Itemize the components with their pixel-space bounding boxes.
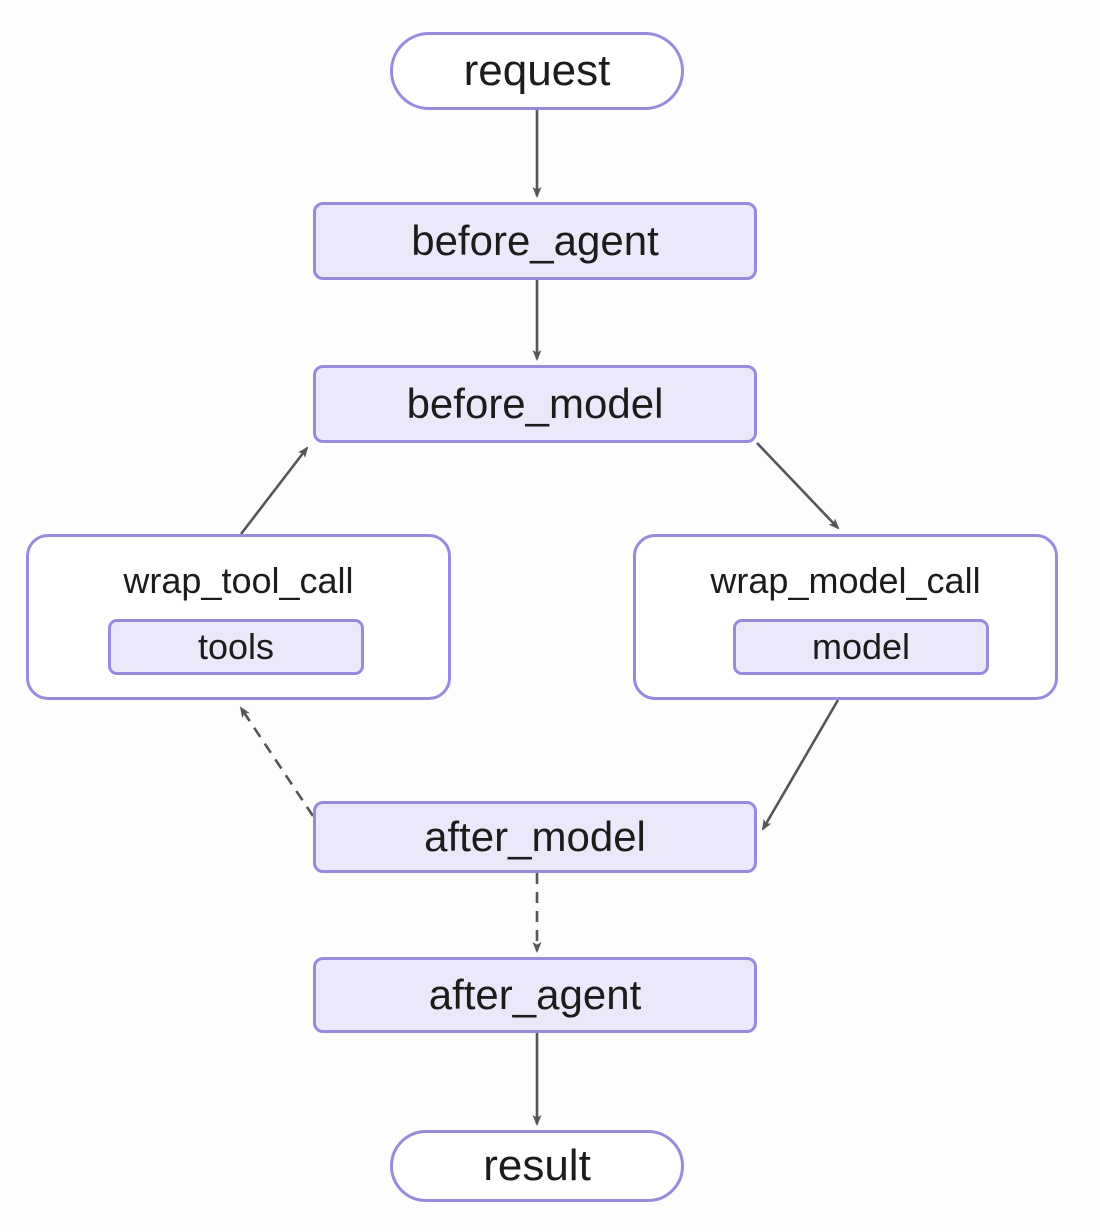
node-before-model-label: before_model	[406, 380, 664, 427]
edge-wrap-model-call-to-after-model	[761, 699, 840, 831]
node-result[interactable]: result	[390, 1130, 684, 1202]
node-model-label: model	[811, 626, 911, 667]
node-after-agent-label: after_agent	[428, 971, 642, 1018]
node-model[interactable]: model	[733, 619, 989, 675]
subgraph-wrap-model-call-title: wrap_model_call	[710, 560, 981, 601]
node-after-model-label: after_model	[424, 813, 646, 860]
node-tools[interactable]: tools	[108, 619, 364, 675]
node-tools-label: tools	[197, 626, 275, 667]
node-result-label: result	[483, 1141, 591, 1190]
node-after-agent[interactable]: after_agent	[313, 957, 757, 1033]
subgraph-wrap-tool-call-title: wrap_tool_call	[123, 560, 354, 601]
node-before-model[interactable]: before_model	[313, 365, 757, 443]
edge-after-model-to-wrap-tool-call	[239, 706, 315, 817]
node-before-agent[interactable]: before_agent	[313, 202, 757, 280]
edge-wrap-tool-call-to-before-model	[239, 446, 309, 535]
node-request-label: request	[463, 46, 611, 95]
node-request[interactable]: request	[390, 32, 684, 110]
node-after-model[interactable]: after_model	[313, 801, 757, 873]
node-before-agent-label: before_agent	[411, 217, 659, 264]
subgraph-wrap-tool-call[interactable]: wrap_tool_call	[26, 534, 451, 700]
subgraph-wrap-model-call[interactable]: wrap_model_call	[633, 534, 1058, 700]
edge-before-model-to-wrap-model-call	[756, 442, 840, 530]
